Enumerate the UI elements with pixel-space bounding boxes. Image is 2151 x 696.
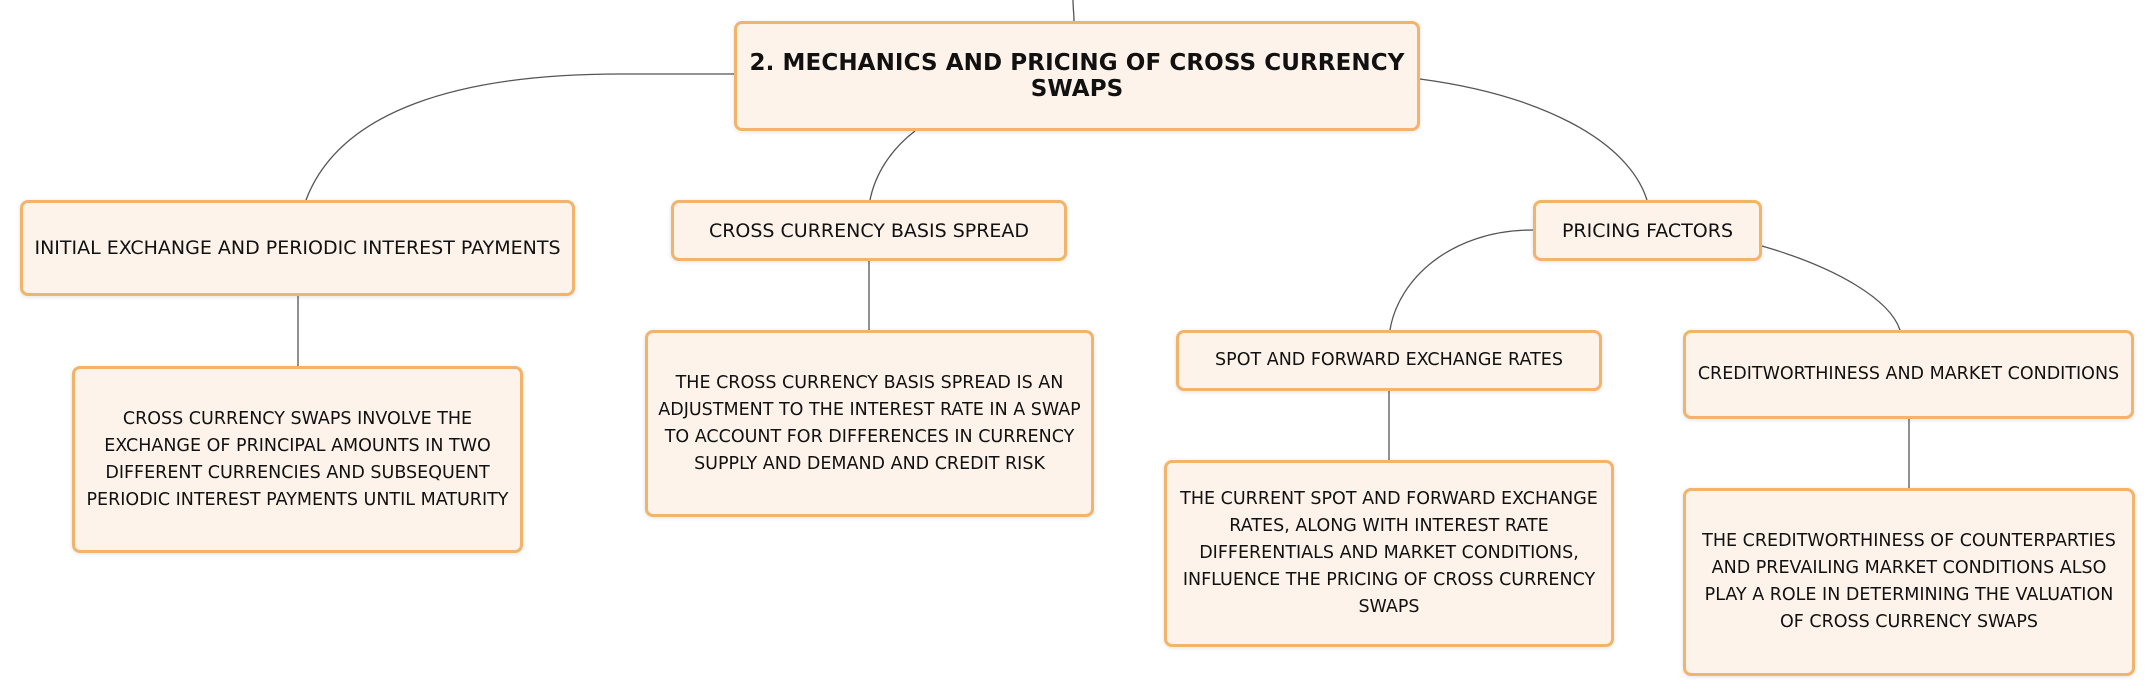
initial-exchange-node[interactable]: INITIAL EXCHANGE AND PERIODIC INTEREST P… <box>20 200 575 296</box>
connector-pricing-factors-to-spot-forward <box>1389 229 1534 331</box>
connector-root-to-initial-exchange <box>305 73 734 201</box>
spot-forward-node[interactable]: SPOT AND FORWARD EXCHANGE RATES <box>1176 330 1602 391</box>
spot-forward-detail-node[interactable]: THE CURRENT SPOT AND FORWARD EXCHANGE RA… <box>1164 460 1614 647</box>
initial-exchange-detail-text: CROSS CURRENCY SWAPS INVOLVE THE EXCHANG… <box>86 408 509 510</box>
spot-forward-label: SPOT AND FORWARD EXCHANGE RATES <box>1215 350 1563 370</box>
basis-spread-detail-node[interactable]: THE CROSS CURRENCY BASIS SPREAD IS AN AD… <box>645 330 1094 517</box>
pricing-factors-label: PRICING FACTORS <box>1561 219 1734 242</box>
pricing-factors-node[interactable]: PRICING FACTORS <box>1533 200 1762 261</box>
creditworthiness-label: CREDITWORTHINESS AND MARKET CONDITIONS <box>1697 364 2120 384</box>
spot-forward-detail-text: THE CURRENT SPOT AND FORWARD EXCHANGE RA… <box>1180 489 1598 617</box>
basis-spread-node[interactable]: CROSS CURRENCY BASIS SPREAD <box>671 200 1067 261</box>
creditworthiness-detail-node[interactable]: THE CREDITWORTHINESS OF COUNTERPARTIES A… <box>1683 488 2135 676</box>
basis-spread-label: CROSS CURRENCY BASIS SPREAD <box>708 219 1030 242</box>
connector-root-to-pricing-factors <box>1419 78 1648 201</box>
root-node-label: 2. MECHANICS AND PRICING OF CROSS CURREN… <box>749 50 1405 102</box>
connector-parent-to-root <box>1072 0 1075 22</box>
connector-pricing-factors-to-creditworthiness <box>1761 245 1901 331</box>
initial-exchange-label: INITIAL EXCHANGE AND PERIODIC INTEREST P… <box>34 237 561 259</box>
root-node[interactable]: 2. MECHANICS AND PRICING OF CROSS CURREN… <box>734 21 1420 131</box>
connector-root-to-basis-spread <box>869 130 916 201</box>
creditworthiness-node[interactable]: CREDITWORTHINESS AND MARKET CONDITIONS <box>1683 330 2134 419</box>
basis-spread-detail-text: THE CROSS CURRENCY BASIS SPREAD IS AN AD… <box>658 372 1081 474</box>
initial-exchange-detail-node[interactable]: CROSS CURRENCY SWAPS INVOLVE THE EXCHANG… <box>72 366 523 553</box>
creditworthiness-detail-text: THE CREDITWORTHINESS OF COUNTERPARTIES A… <box>1702 531 2116 632</box>
